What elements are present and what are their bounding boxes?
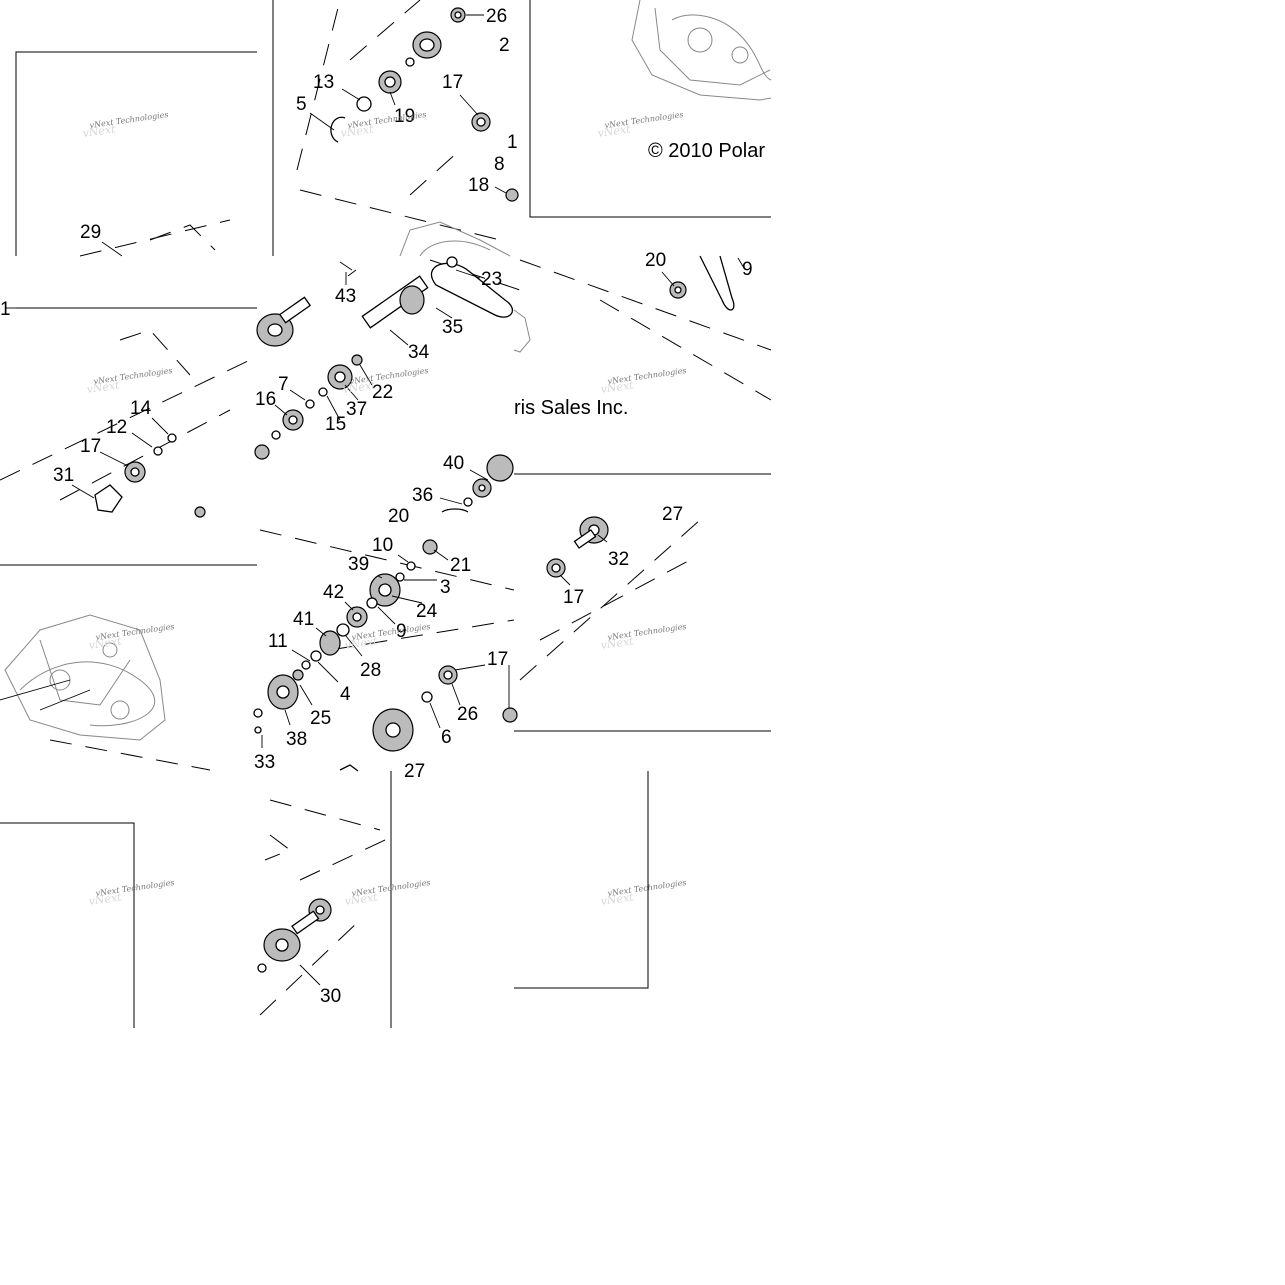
callout-24: 24 xyxy=(416,601,438,622)
svg-text:vNext: vNext xyxy=(600,890,635,908)
svg-text:vNext: vNext xyxy=(600,634,635,652)
parts xyxy=(94,7,735,973)
housing-sketches xyxy=(0,0,772,741)
callout-7: 7 xyxy=(278,374,289,395)
callout-35: 35 xyxy=(442,317,463,338)
callout-2: 2 xyxy=(499,35,510,56)
callout-28: 28 xyxy=(360,660,381,681)
svg-text:vNext: vNext xyxy=(86,378,121,396)
leader-lines xyxy=(5,14,745,986)
callout-6: 6 xyxy=(441,727,452,748)
watermark-text: vNext Technologies xyxy=(607,622,687,642)
copyright-notice: © 2010 Polar ris Sales Inc. xyxy=(514,140,765,419)
svg-text:vNext: vNext xyxy=(344,890,379,908)
callout-26: 26 xyxy=(486,6,507,27)
callout-8: 8 xyxy=(494,154,505,175)
callout-37: 37 xyxy=(346,399,367,420)
callout-17: 17 xyxy=(563,587,584,608)
callout-16: 16 xyxy=(255,389,276,410)
callout-5: 5 xyxy=(296,94,307,115)
callout-21: 21 xyxy=(450,555,471,576)
callout-11: 11 xyxy=(268,631,288,652)
svg-text:vNext: vNext xyxy=(88,890,123,908)
callout-31: 31 xyxy=(53,465,74,486)
callout-18: 18 xyxy=(468,175,489,196)
svg-text:vNext: vNext xyxy=(88,634,123,652)
callout-14: 14 xyxy=(130,398,152,419)
callout-43: 43 xyxy=(335,286,356,307)
callout-27: 27 xyxy=(662,504,683,525)
callout-20: 20 xyxy=(645,250,666,271)
watermark-text: vNext Technologies xyxy=(89,110,169,130)
callout-38: 38 xyxy=(286,729,307,750)
callout-36: 36 xyxy=(412,485,433,506)
svg-text:vNext: vNext xyxy=(344,634,379,652)
callout-32: 32 xyxy=(608,549,629,570)
callout-27: 27 xyxy=(404,761,425,782)
callout-4: 4 xyxy=(340,684,351,705)
callout-3: 3 xyxy=(440,577,451,598)
copyright-text-part-a: © 2010 Polar xyxy=(648,140,765,162)
callout-25: 25 xyxy=(310,708,331,729)
callout-41: 41 xyxy=(293,609,314,630)
callout-39: 39 xyxy=(348,554,369,575)
callout-23: 23 xyxy=(481,269,502,290)
watermark-text: vNext Technologies xyxy=(607,878,687,898)
watermark-text: vNext Technologies xyxy=(93,366,173,386)
callout-20: 20 xyxy=(388,506,409,527)
callout-13: 13 xyxy=(313,72,334,93)
callout-19: 19 xyxy=(394,106,415,127)
callout-9: 9 xyxy=(396,621,407,642)
callout-9: 9 xyxy=(742,259,753,280)
watermark-text: vNext Technologies xyxy=(607,366,687,386)
watermark-text: vNext Technologies xyxy=(604,110,684,130)
callout-17: 17 xyxy=(442,72,463,93)
callout-15: 15 xyxy=(325,414,346,435)
svg-text:vNext: vNext xyxy=(597,122,632,140)
svg-text:vNext: vNext xyxy=(82,122,117,140)
copyright-text-part-b: ris Sales Inc. xyxy=(514,397,628,419)
callout-labels: 26 2 13 5 19 17 1 8 18 29 20 9 43 23 1 3… xyxy=(0,6,753,1007)
callout-1: 1 xyxy=(507,132,518,153)
svg-text:vNext: vNext xyxy=(340,122,375,140)
callout-17: 17 xyxy=(487,649,508,670)
tile-frames xyxy=(0,0,771,1028)
svg-text:vNext: vNext xyxy=(342,378,377,396)
watermark-text: vNext Technologies xyxy=(95,878,175,898)
watermark-text: vNext Technologies xyxy=(95,622,175,642)
callout-26: 26 xyxy=(457,704,478,725)
callout-17: 17 xyxy=(80,436,101,457)
callout-33: 33 xyxy=(254,752,275,773)
callout-12: 12 xyxy=(106,417,127,438)
svg-text:vNext: vNext xyxy=(600,378,635,396)
callout-10: 10 xyxy=(372,535,393,556)
callout-42: 42 xyxy=(323,582,344,603)
callout-22: 22 xyxy=(372,382,393,403)
callout-34: 34 xyxy=(408,342,430,363)
callout-29: 29 xyxy=(80,222,101,243)
dashed-lines xyxy=(0,0,772,1016)
callout-1: 1 xyxy=(0,299,11,320)
callout-30: 30 xyxy=(320,986,341,1007)
callout-40: 40 xyxy=(443,453,464,474)
